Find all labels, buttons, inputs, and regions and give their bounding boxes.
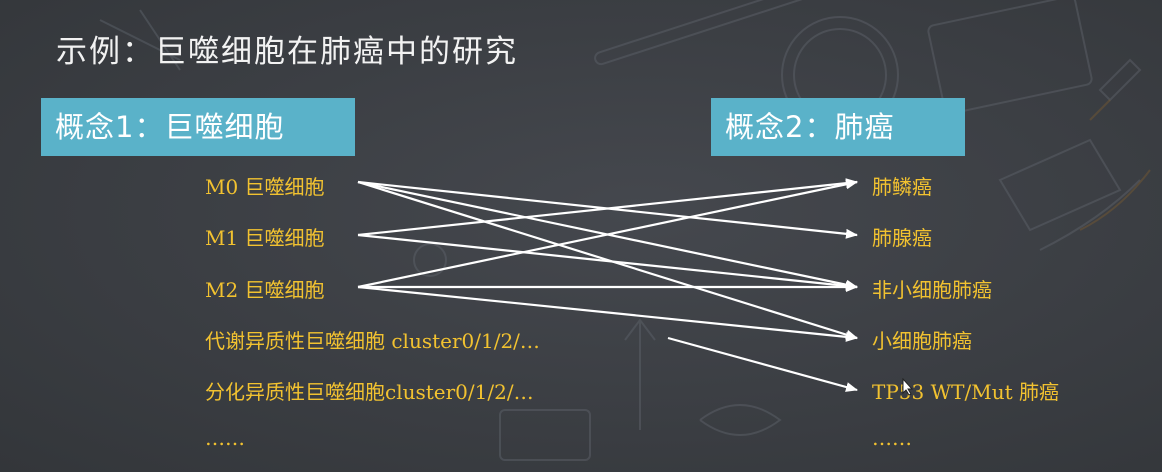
lung-squamous-item: 肺鳞癌 (872, 175, 932, 199)
lung-adeno-item: 肺腺癌 (872, 226, 932, 250)
differentiation-macrophage-item: 分化异质性巨噬细胞cluster0/1/2/… (205, 380, 534, 404)
m1-macrophage-item: M1 巨噬细胞 (205, 226, 325, 250)
nsclc-item: 非小细胞肺癌 (872, 278, 992, 302)
concept2-ellipsis: …… (872, 426, 912, 450)
m2-macrophage-item: M2 巨噬细胞 (205, 278, 325, 302)
metabolic-macrophage-item: 代谢异质性巨噬细胞 cluster0/1/2/… (205, 329, 540, 353)
arrow-metabolic-to-tp53 (667, 336, 858, 392)
concept1-label: 概念1：巨噬细胞 (41, 98, 355, 156)
sclc-item: 小细胞肺癌 (872, 329, 972, 353)
m0-macrophage-item: M0 巨噬细胞 (205, 175, 325, 199)
mouse-cursor-icon (902, 378, 914, 396)
concept1-ellipsis: …… (205, 426, 245, 450)
arrow-m2-to-sclc (357, 285, 858, 342)
concept2-label: 概念2：肺癌 (711, 98, 965, 156)
arrow-m1-to-nsclc (357, 233, 858, 291)
arrow-m1-to-squamous (357, 178, 858, 237)
arrow-m2-to-squamous (357, 179, 858, 289)
slide-title: 示例：巨噬细胞在肺癌中的研究 (56, 34, 518, 70)
